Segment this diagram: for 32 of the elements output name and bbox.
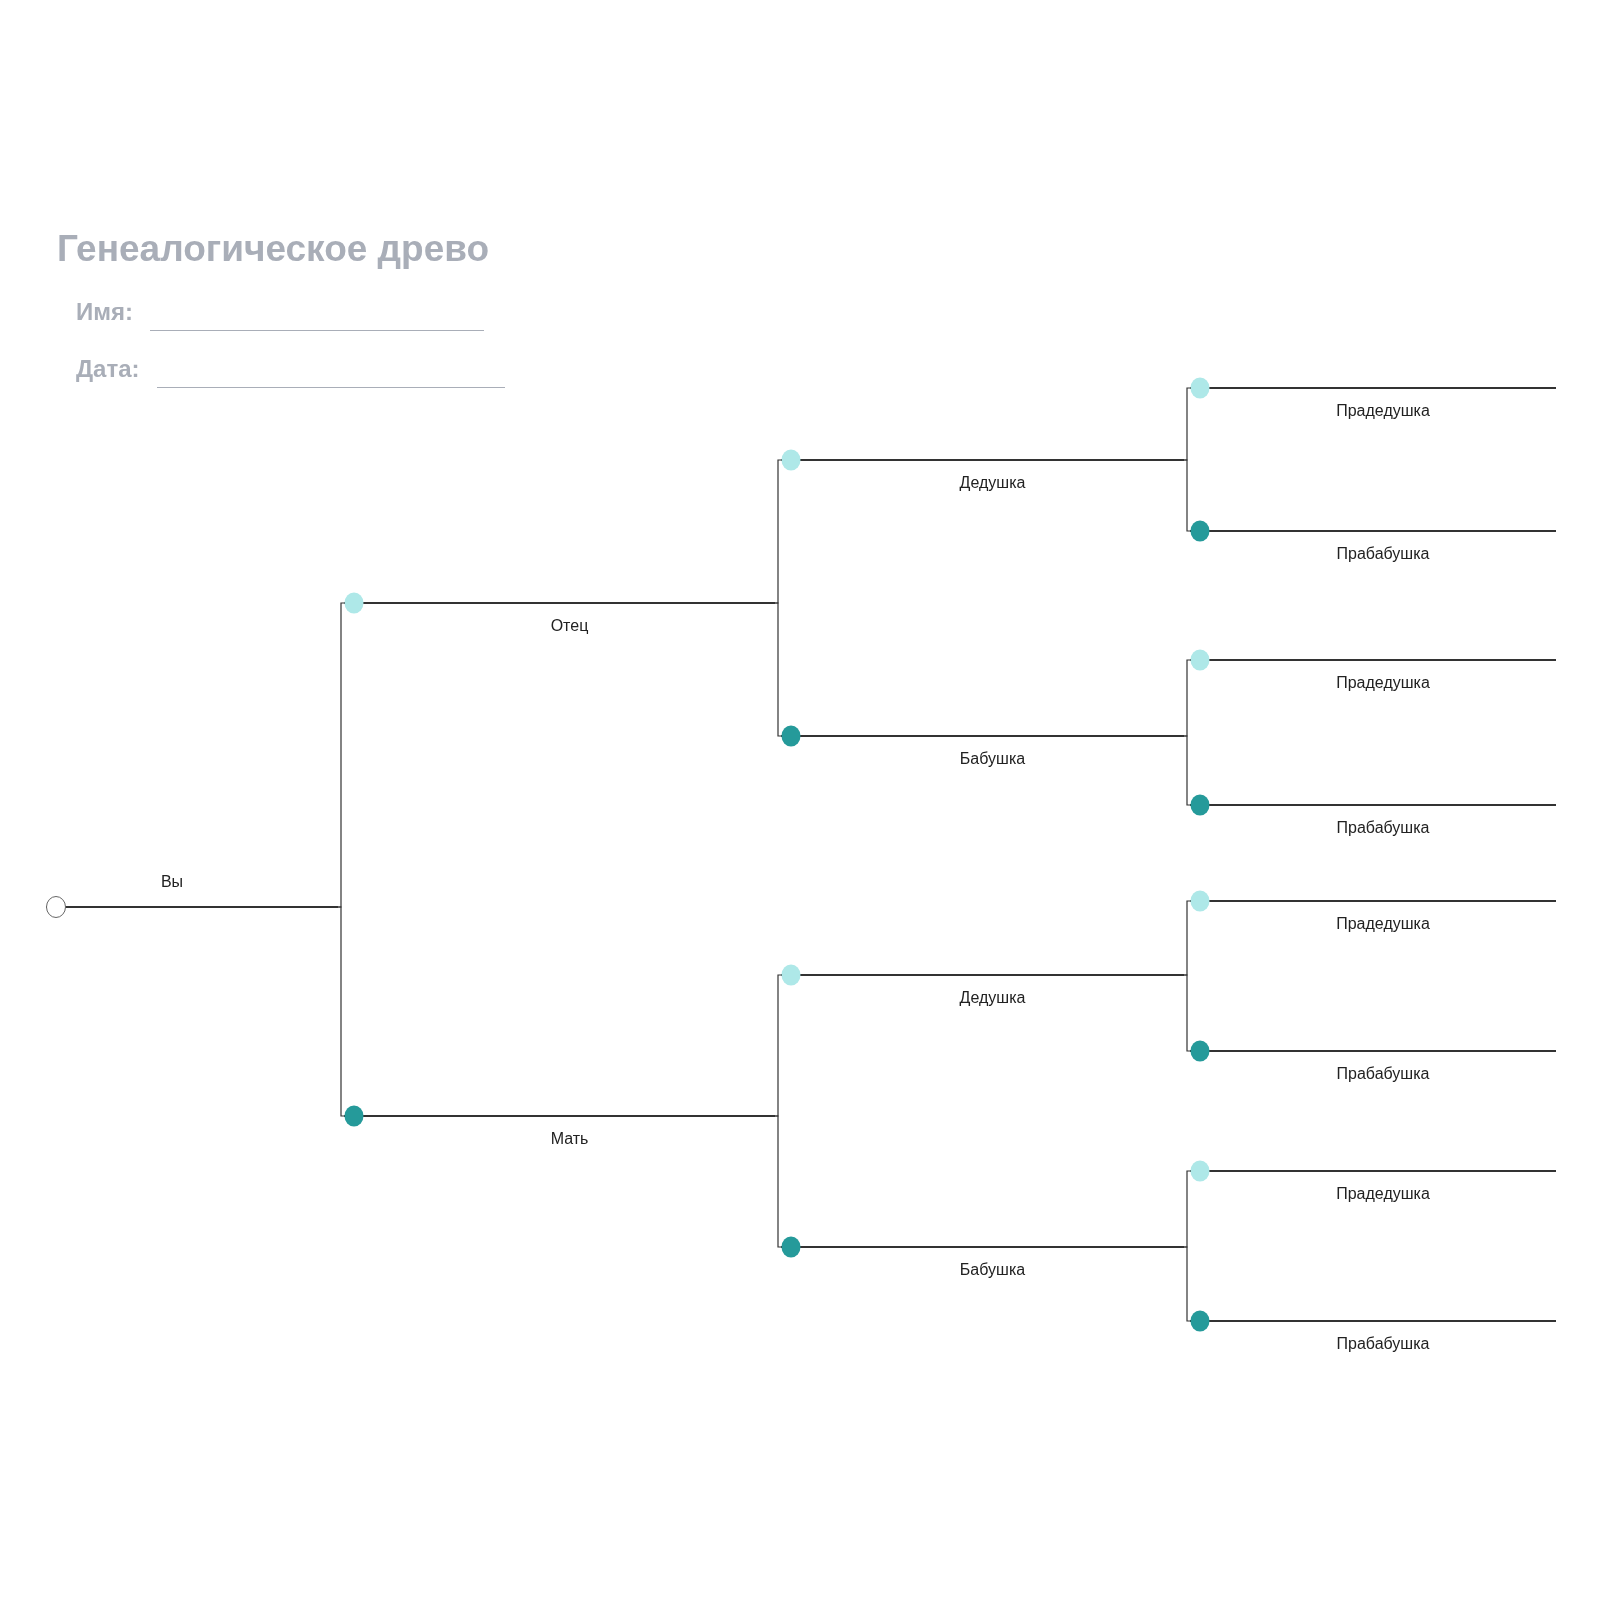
person-label: Отец [550, 617, 589, 635]
connector-line [1183, 459, 1191, 532]
person-label: Дедушка [959, 474, 1026, 492]
person-label: Бабушка [959, 1261, 1026, 1279]
connector-line [1183, 387, 1191, 461]
person-label: Прадедушка [1336, 674, 1430, 692]
connector-line [1183, 900, 1191, 976]
connector-line [337, 602, 345, 908]
person-label: Вы [160, 873, 184, 891]
connector-line [774, 459, 782, 604]
person-label: Прадедушка [1336, 915, 1430, 933]
connector-line [774, 1115, 782, 1248]
person-label: Бабушка [959, 750, 1026, 768]
diagram-title: Генеалогическое древо [57, 228, 490, 270]
person-label: Прадедушка [1336, 402, 1430, 420]
connector-line [1183, 735, 1191, 806]
connector-line [1183, 659, 1191, 737]
connector-line [1183, 1170, 1191, 1248]
person-label: Прабабушка [1336, 1335, 1430, 1353]
person-label: Прадедушка [1336, 1185, 1430, 1203]
connector-line [1183, 1246, 1191, 1322]
connector-line [337, 906, 345, 1117]
connector-line [1183, 974, 1191, 1052]
field-label: Дата: [76, 355, 140, 383]
field-label: Имя: [76, 298, 133, 326]
person-label: Прабабушка [1336, 819, 1430, 837]
connector-line [774, 602, 782, 737]
person-label: Прабабушка [1336, 545, 1430, 563]
connector-line [774, 974, 782, 1117]
person-label: Прабабушка [1336, 1065, 1430, 1083]
person-label: Дедушка [959, 989, 1026, 1007]
person-label: Мать [550, 1130, 589, 1148]
